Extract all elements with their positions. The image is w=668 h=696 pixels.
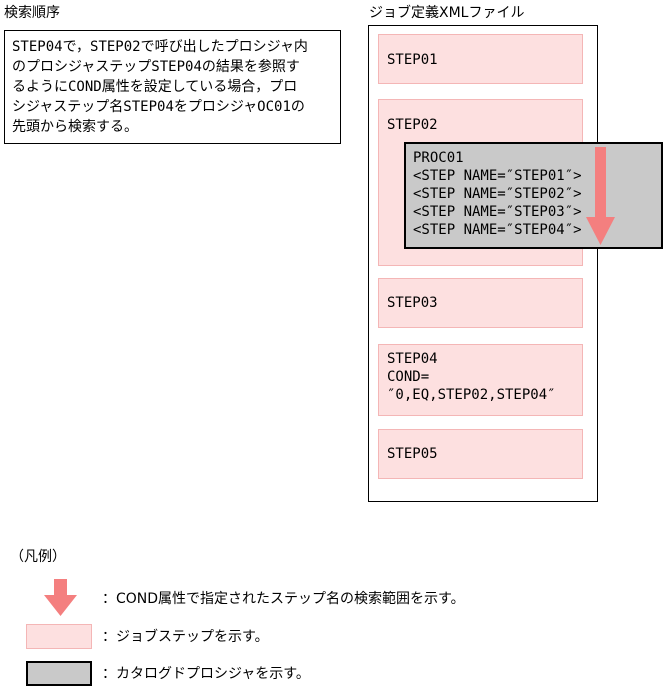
legend-catalog-swatch <box>26 661 92 686</box>
catalog-procedure-box: PROC01 <STEP NAME=″STEP01″> <STEP NAME=″… <box>404 142 663 249</box>
step04-box: STEP04 COND= ″0,EQ,STEP02,STEP04″ <box>378 344 583 416</box>
description-box: STEP04で，STEP02で呼び出したプロシジャ内 のプロシジャステップSTE… <box>4 30 341 144</box>
description-text: STEP04で，STEP02で呼び出したプロシジャ内 のプロシジャステップSTE… <box>12 39 308 135</box>
step01-box: STEP01 <box>378 34 583 84</box>
legend-step-label: ：ジョブステップを示す。 <box>102 629 269 645</box>
legend-title: （凡例） <box>10 549 66 565</box>
search-order-title: 検索順序 <box>4 5 60 21</box>
legend-arrow-label: ：COND属性で指定されたステップ名の検索範囲を示す。 <box>102 591 465 607</box>
legend-catalog-label: ：カタログドプロシジャを示す。 <box>102 666 310 682</box>
legend-step-swatch <box>26 624 92 649</box>
step03-label: STEP03 <box>387 295 438 311</box>
xml-file-title: ジョブ定義XMLファイル <box>369 5 525 21</box>
search-range-arrow-icon <box>586 147 615 245</box>
step05-label: STEP05 <box>387 446 438 462</box>
step04-label: STEP04 COND= ″0,EQ,STEP02,STEP04″ <box>387 351 556 403</box>
step03-box: STEP03 <box>378 278 583 328</box>
legend-arrow-icon <box>44 579 77 616</box>
step05-box: STEP05 <box>378 429 583 479</box>
step01-label: STEP01 <box>387 52 438 68</box>
procedure-text: PROC01 <STEP NAME=″STEP01″> <STEP NAME=″… <box>413 150 582 238</box>
step02-label: STEP02 <box>387 117 438 133</box>
